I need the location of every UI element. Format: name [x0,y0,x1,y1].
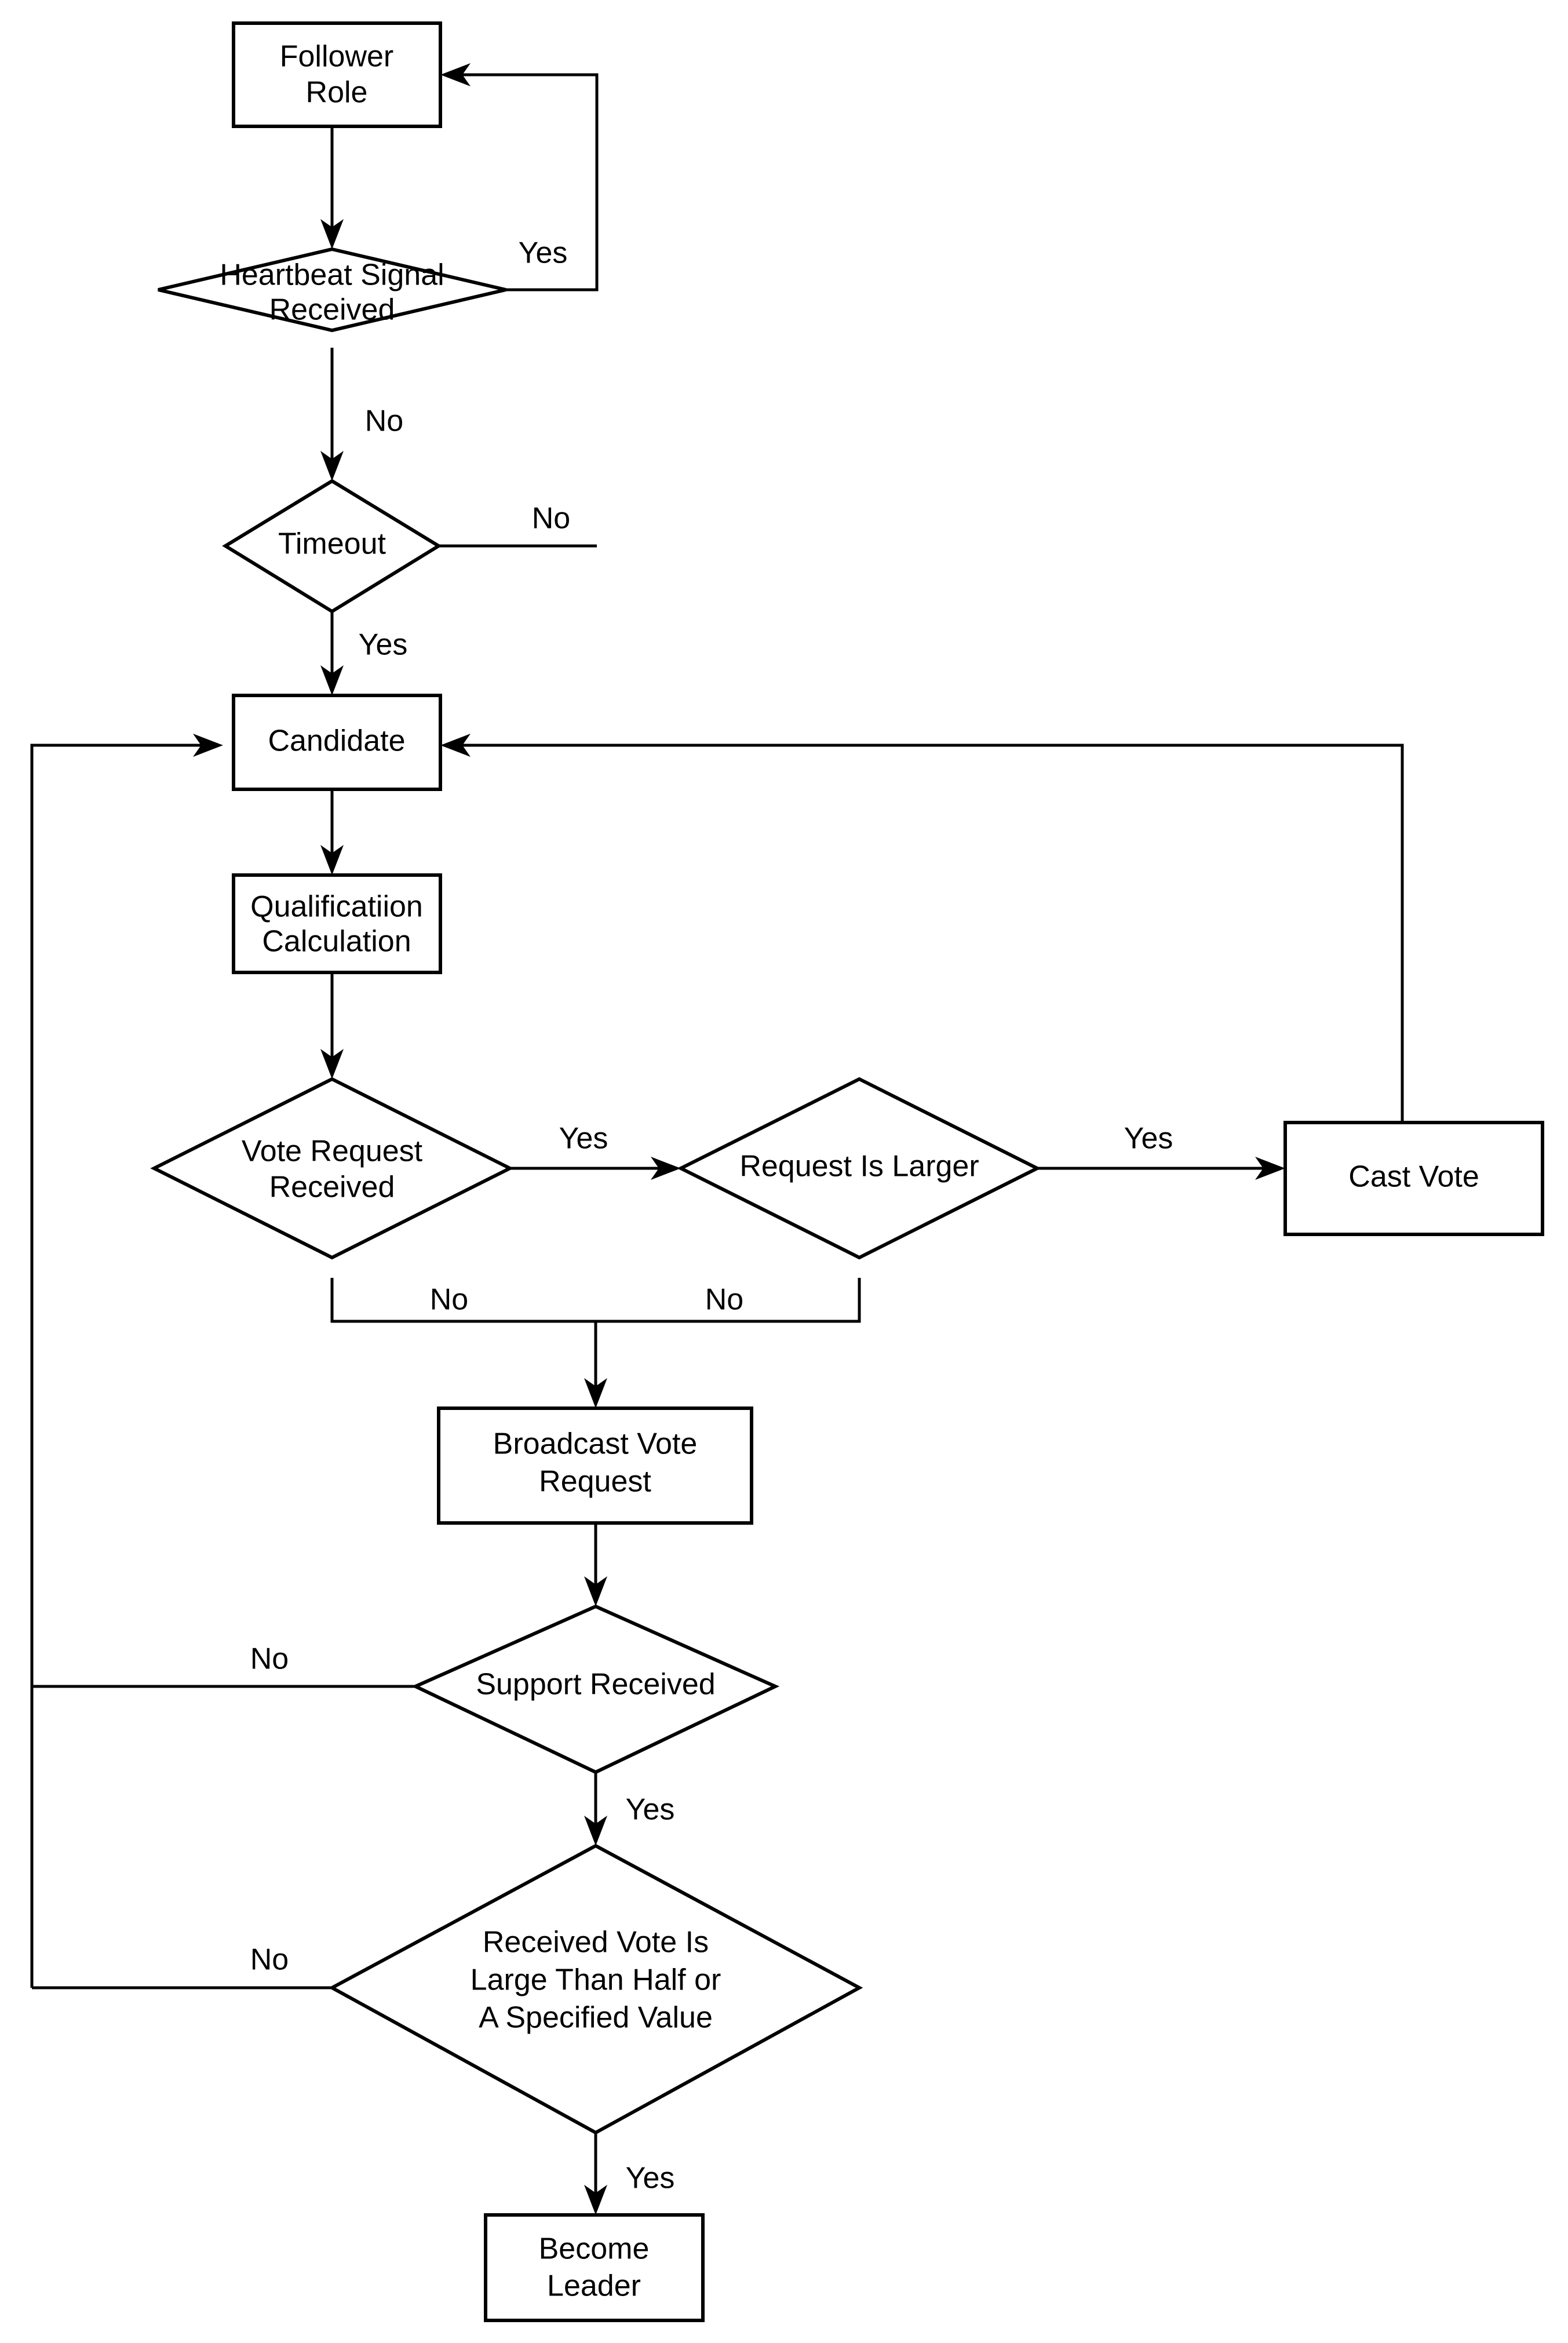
edge-label-threshold-no: No [250,1943,289,1977]
edge-support-yes-to-threshold [584,1772,607,1846]
edge-label-threshold-yes: Yes [626,2162,675,2195]
node-request-is-larger-label: Request Is Larger [739,1150,979,1183]
node-broadcast-vote-request[interactable]: Broadcast Vote Request [437,1406,753,1525]
node-threshold-label-line3: A Specified Value [479,2001,713,2035]
node-timeout-label: Timeout [278,527,386,561]
node-support-received[interactable]: Support Received [411,1604,780,1774]
node-support-received-label: Support Received [476,1668,715,1701]
edge-label-support-no: No [250,1642,289,1676]
edge-label-support-yes: Yes [626,1793,675,1827]
node-vote-request-label-line1: Vote Request [242,1135,423,1168]
edge-no-merge-to-broadcast [330,1278,861,1408]
node-timeout[interactable]: Timeout [222,479,442,614]
edge-label-request-larger-yes: Yes [1124,1122,1173,1156]
node-become-leader-label-line1: Become [539,2232,650,2266]
edge-label-request-larger-no: No [705,1283,743,1317]
node-candidate-label: Candidate [268,724,405,758]
node-heartbeat-label-line1: Heartbeat Signal [220,258,444,292]
edge-threshold-yes-to-become-leader [584,2133,607,2215]
edge-label-vote-request-no: No [430,1283,468,1317]
edge-candidate-to-qualification [320,789,344,875]
edge-label-vote-request-yes: Yes [559,1122,608,1156]
node-broadcast-label-line2: Request [539,1465,651,1499]
node-candidate[interactable]: Candidate [232,694,442,791]
node-qualification-label-line2: Calculation [262,925,411,959]
edge-label-timeout-yes: Yes [359,628,408,662]
edge-request-larger-yes-to-cast-vote [1037,1157,1285,1180]
node-cast-vote[interactable]: Cast Vote [1283,1121,1544,1236]
edge-timeout-yes-to-candidate [320,611,344,695]
node-follower-role-label-line2: Role [306,76,368,110]
edge-heartbeat-yes-to-follower [440,63,599,291]
edge-label-heartbeat-yes: Yes [519,236,568,270]
node-qualification-calculation[interactable]: Qualificatiion Calculation [232,873,442,974]
edge-left-return-bus-to-candidate [30,734,223,1988]
edge-label-heartbeat-no: No [365,405,403,438]
edge-qualification-to-vote-request [320,972,344,1079]
node-received-vote-threshold[interactable]: Received Vote Is Large Than Half or A Sp… [328,1843,863,2135]
node-cast-vote-label: Cast Vote [1348,1160,1479,1194]
node-vote-request-received[interactable]: Vote Request Received [150,1077,514,1260]
node-threshold-label-line2: Large Than Half or [471,1963,721,1997]
edge-broadcast-to-support [584,1523,607,1606]
node-heartbeat-signal-received[interactable]: Heartbeat Signal Received [158,247,506,333]
edge-vote-request-yes-to-request-larger [510,1157,681,1180]
edge-label-timeout-no: No [532,502,570,535]
node-qualification-label-line1: Qualificatiion [250,890,423,924]
node-threshold-label-line1: Received Vote Is [483,1926,709,1959]
node-follower-role-label-line1: Follower [280,40,394,74]
edge-cast-vote-to-candidate [440,734,1404,1123]
edge-follower-to-heartbeat [320,126,344,249]
node-become-leader-label-line2: Leader [547,2269,641,2303]
edge-heartbeat-no-to-timeout [320,348,344,481]
node-broadcast-label-line1: Broadcast Vote [493,1427,698,1461]
node-become-leader[interactable]: Become Leader [484,2213,705,2322]
node-heartbeat-label-line2: Received [269,293,395,327]
node-vote-request-label-line2: Received [269,1171,395,1204]
node-request-is-larger[interactable]: Request Is Larger [677,1077,1041,1260]
node-follower-role[interactable]: Follower Role [232,21,442,128]
